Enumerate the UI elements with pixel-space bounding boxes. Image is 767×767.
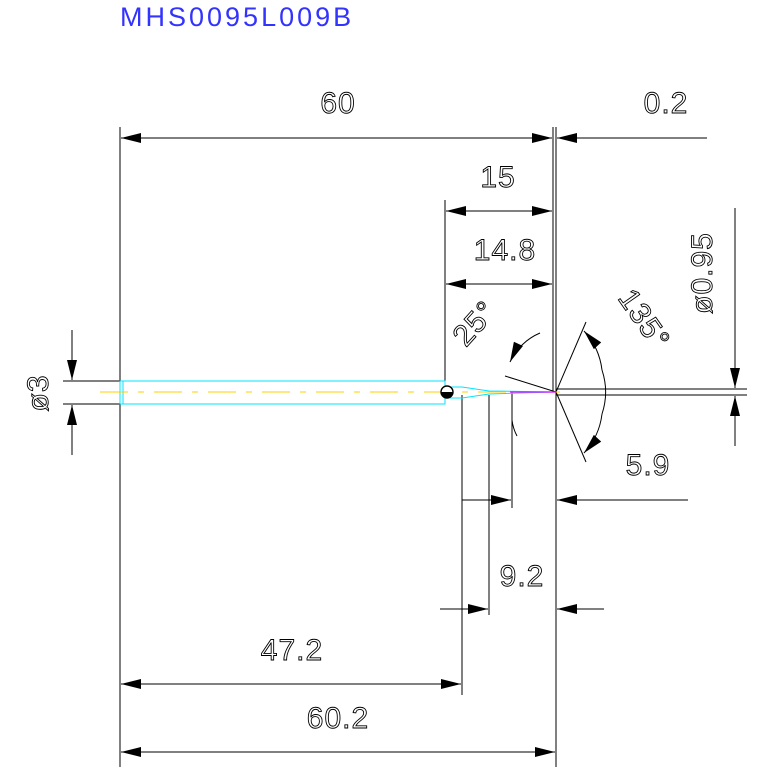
dim-text-25-angle: 25°: [446, 295, 503, 353]
angle-arc-135: [583, 330, 603, 371]
dim-text-47-2: 47.2: [261, 634, 323, 667]
dim-text-9-2: 9.2: [500, 560, 545, 593]
tool-body: [100, 380, 747, 405]
extension-lines: [63, 127, 736, 767]
dimension-lines: [67, 133, 740, 757]
angle-arc-25: [509, 332, 541, 363]
dim-text-0-2: 0.2: [644, 87, 689, 120]
dim-text-tip-dia: ø0.95: [686, 232, 719, 314]
dim-text-5-9: 5.9: [626, 449, 671, 482]
angle-dimensions: [504, 321, 606, 463]
dimension-texts: 60 0.2 15 14.8 ø0.95 ø3 25° 135° 5.9 9.2…: [22, 87, 720, 736]
dim-text-shank-dia: ø3: [22, 374, 55, 411]
dim-text-15: 15: [480, 161, 515, 194]
dim-text-60-2: 60.2: [307, 702, 369, 735]
dim-text-60: 60: [320, 87, 355, 120]
drawing-title: MHS0095L009B: [120, 2, 354, 32]
dim-text-135-angle: 135°: [611, 283, 676, 356]
dim-text-14-8: 14.8: [474, 234, 536, 267]
